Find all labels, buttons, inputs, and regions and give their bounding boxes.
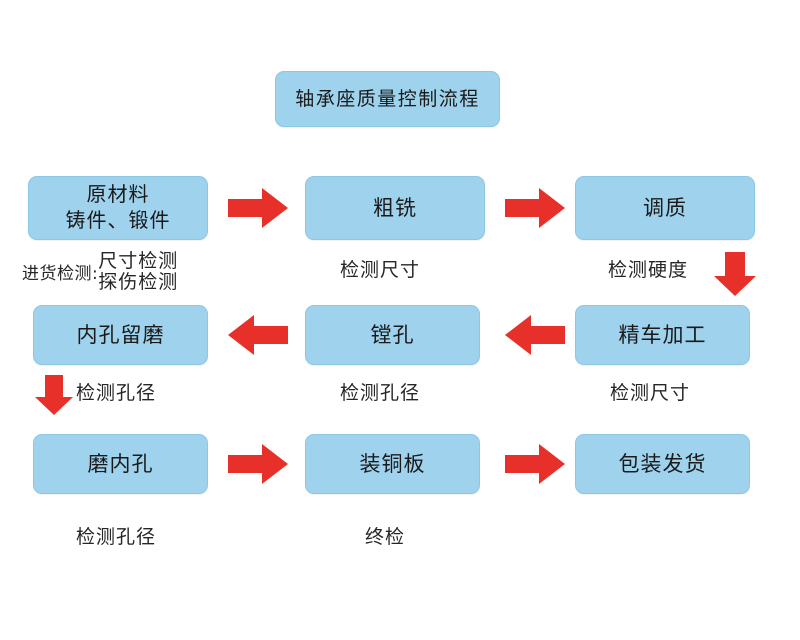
arrow-down-reserve-grind-to-grind-bore-icon (34, 375, 74, 415)
process-box-quenching-tempering[interactable]: 调质 (575, 176, 755, 240)
title-box-label: 轴承座质量控制流程 (295, 87, 480, 110)
arrow-left-bore-to-reserve-grind-icon (228, 313, 288, 357)
process-box-label: 磨内孔 (87, 451, 154, 476)
caption-check-dimension-rough-mill: 检测尺寸 (340, 259, 421, 281)
caption-check-bore-diameter-row2-left: 检测孔径 (76, 382, 157, 404)
process-box-reserve-grind-bore[interactable]: 内孔留磨 (33, 305, 208, 365)
process-box-label: 原材料 铸件、锻件 (65, 182, 171, 232)
arrow-right-rough-mill-to-quench-icon (505, 186, 565, 230)
caption-check-dimension-row2-right: 检测尺寸 (610, 382, 691, 404)
process-box-rough-milling[interactable]: 粗铣 (305, 176, 485, 240)
process-box-label: 装铜板 (359, 451, 426, 476)
arrow-left-fine-turn-to-bore-icon (505, 313, 565, 357)
caption-incoming-inspection: 进货检测: 尺寸检测 探伤检测 (22, 251, 178, 292)
arrow-right-raw-to-rough-mill-icon (228, 186, 288, 230)
process-box-boring[interactable]: 镗孔 (305, 305, 480, 365)
process-box-raw-material[interactable]: 原材料 铸件、锻件 (28, 176, 208, 240)
caption-check-hardness: 检测硬度 (608, 259, 689, 281)
process-box-label: 内孔留磨 (76, 322, 165, 347)
caption-check-bore-diameter-row2-mid: 检测孔径 (340, 382, 421, 404)
caption-text: 尺寸检测 探伤检测 (98, 250, 179, 293)
arrow-right-copper-plate-to-packaging-icon (505, 442, 565, 486)
caption-check-bore-diameter-row3: 检测孔径 (76, 526, 157, 548)
process-box-label: 粗铣 (373, 195, 417, 220)
process-box-install-copper-plate[interactable]: 装铜板 (305, 434, 480, 494)
process-box-packaging-shipment[interactable]: 包装发货 (575, 434, 750, 494)
caption-final-inspection: 终检 (365, 526, 406, 548)
title-box: 轴承座质量控制流程 (275, 71, 500, 127)
process-box-label: 包装发货 (618, 451, 707, 476)
process-box-grind-inner-bore[interactable]: 磨内孔 (33, 434, 208, 494)
process-box-fine-turning[interactable]: 精车加工 (575, 305, 750, 365)
process-box-label: 调质 (643, 195, 687, 220)
caption-lead-label: 进货检测: (22, 264, 99, 285)
process-box-label: 镗孔 (370, 322, 415, 347)
arrow-down-quench-to-fine-turn-icon (712, 252, 758, 296)
process-box-label: 精车加工 (618, 322, 707, 347)
arrow-right-grind-bore-to-copper-plate-icon (228, 442, 288, 486)
